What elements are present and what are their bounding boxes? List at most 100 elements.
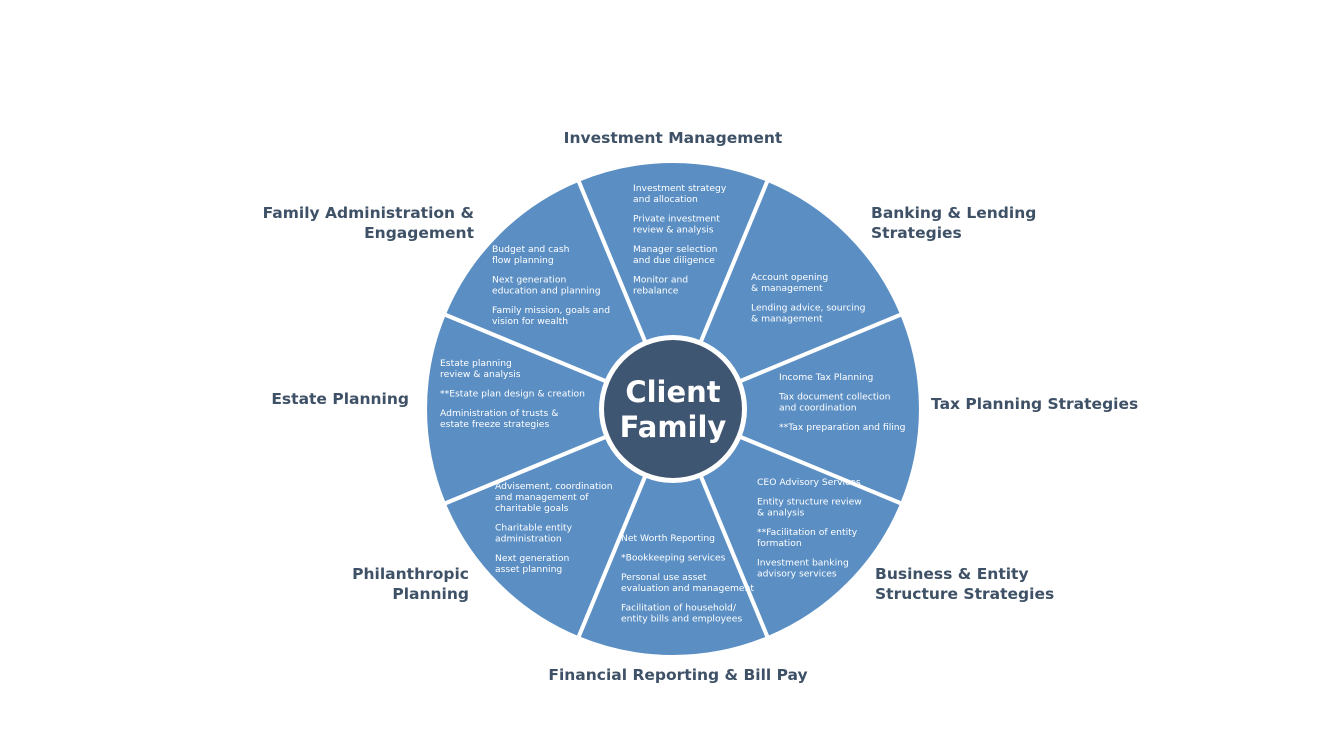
center-circle (604, 340, 742, 478)
wedges-group (423, 159, 923, 659)
item-reporting-2: *Bookkeeping services (621, 553, 726, 564)
item-line: and due diligence (633, 255, 715, 266)
item-line: charitable goals (495, 503, 569, 514)
wedge-reporting (576, 407, 770, 659)
item-line: Tax document collection (778, 392, 891, 403)
item-line: **Estate plan design & creation (440, 389, 585, 400)
item-line: administration (495, 534, 562, 545)
item-line: asset planning (495, 564, 562, 575)
label-investment-management: Investment Management (555, 128, 791, 148)
item-banking-2: Lending advice, sourcing& management (751, 303, 865, 325)
center-title-line-1: Client (625, 375, 720, 409)
item-line: Investment banking (757, 558, 849, 569)
item-reporting-4: Facilitation of household/entity bills a… (621, 603, 742, 625)
item-estate-3: Administration of trusts &estate freeze … (440, 408, 558, 430)
item-line: & management (751, 283, 823, 294)
label-line: Estate Planning (271, 390, 409, 408)
item-line: and coordination (779, 403, 857, 414)
label-line: Tax Planning Strategies (931, 395, 1139, 413)
wedge-family (441, 177, 675, 411)
wedge-investment (576, 159, 770, 411)
item-line: Facilitation of household/ (621, 603, 737, 614)
item-line: & analysis (757, 508, 804, 519)
item-line: **Facilitation of entity (757, 527, 858, 538)
item-line: and management of (495, 492, 589, 503)
item-line: evaluation and management (621, 583, 754, 594)
item-line: review & analysis (633, 225, 714, 236)
item-line: Personal use asset (621, 572, 707, 583)
label-line: Philanthropic (352, 565, 469, 583)
item-banking-1: Account opening& management (751, 272, 828, 294)
item-line: advisory services (757, 569, 837, 580)
center-title-line-2: Family (620, 410, 727, 444)
item-tax-1: Income Tax Planning (779, 372, 873, 383)
label-financial-reporting: Financial Reporting & Bill Pay (538, 665, 818, 685)
item-line: vision for wealth (492, 316, 568, 327)
label-line: Investment Management (563, 129, 783, 147)
item-estate-2: **Estate plan design & creation (440, 389, 585, 400)
item-line: Income Tax Planning (779, 372, 873, 383)
item-line: formation (757, 538, 802, 549)
item-line: & management (751, 314, 823, 325)
item-line: Net Worth Reporting (621, 533, 715, 544)
item-line: flow planning (492, 255, 554, 266)
item-line: Administration of trusts & (440, 408, 558, 419)
item-line: review & analysis (440, 369, 521, 380)
item-line: Budget and cash (492, 244, 570, 255)
label-line: Family Administration & (262, 204, 474, 222)
wedge-tax (671, 312, 923, 506)
item-line: estate freeze strategies (440, 419, 549, 430)
label-tax-planning: Tax Planning Strategies (931, 394, 1171, 414)
item-line: education and planning (492, 286, 601, 297)
item-line: Entity structure review (757, 497, 862, 508)
item-line: and allocation (633, 194, 698, 205)
label-banking-lending: Banking & Lending Strategies (871, 203, 1071, 243)
item-business-2: Entity structure review& analysis (757, 497, 862, 519)
item-line: Next generation (492, 275, 566, 286)
item-line: Charitable entity (495, 523, 573, 534)
item-line: entity bills and employees (621, 614, 742, 625)
item-line: Advisement, coordination (495, 481, 613, 492)
item-line: Estate planning (440, 358, 512, 369)
wedge-business (671, 407, 905, 641)
label-philanthropic: Philanthropic Planning (300, 564, 469, 604)
label-line: Strategies (871, 224, 962, 242)
label-family-admin: Family Administration & Engagement (230, 203, 474, 243)
item-line: Family mission, goals and (492, 305, 610, 316)
wedge-philanthropic (441, 407, 675, 641)
label-line: Financial Reporting & Bill Pay (548, 666, 808, 684)
item-line: rebalance (633, 286, 679, 297)
wedge-banking (671, 177, 905, 411)
label-line: Banking & Lending (871, 204, 1037, 222)
label-estate-planning: Estate Planning (240, 389, 409, 409)
item-line: Lending advice, sourcing (751, 303, 865, 314)
item-line: Next generation (495, 553, 569, 564)
wedge-estate (423, 312, 675, 506)
item-line: CEO Advisory Services (757, 477, 861, 488)
label-line: Engagement (364, 224, 474, 242)
item-line: Manager selection (633, 244, 718, 255)
item-business-1: CEO Advisory Services (757, 477, 861, 488)
item-line: **Tax preparation and filing (779, 422, 905, 433)
label-line: Structure Strategies (875, 585, 1055, 603)
item-line: Private investment (633, 214, 720, 225)
item-reporting-1: Net Worth Reporting (621, 533, 715, 544)
item-line: Investment strategy (633, 183, 727, 194)
